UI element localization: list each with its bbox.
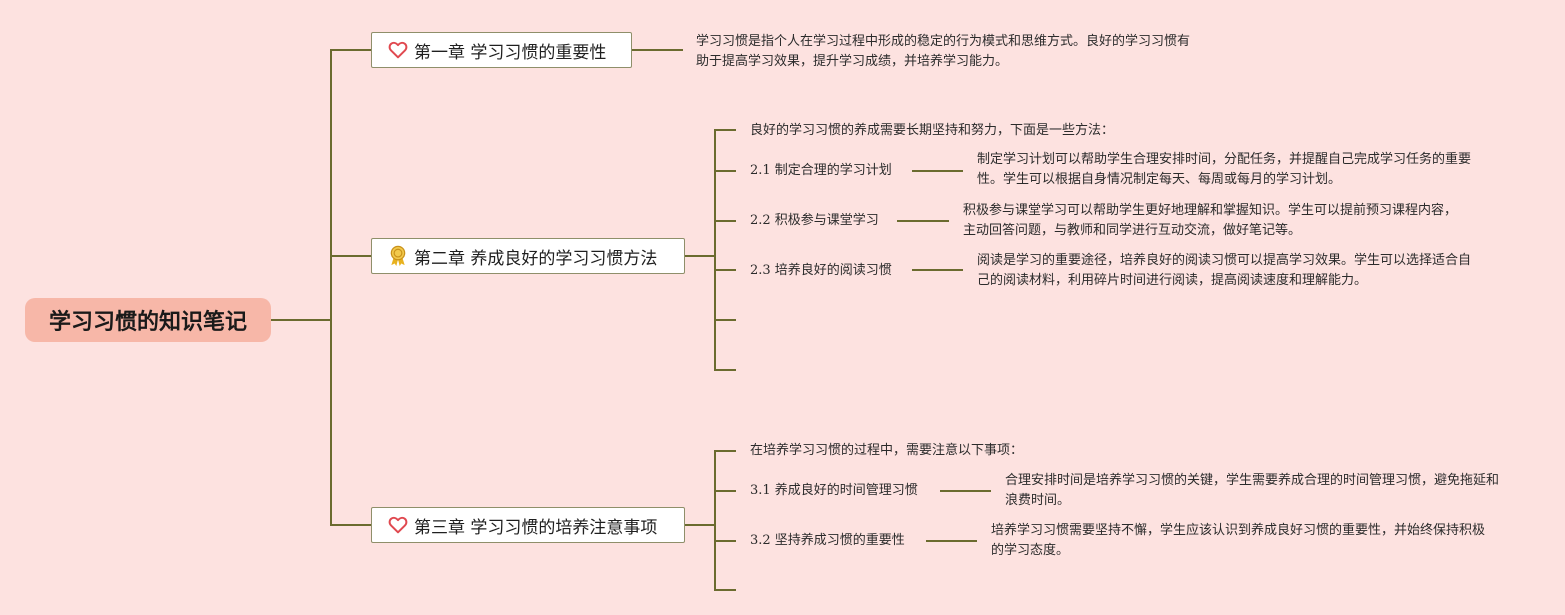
chapter-2-item-1-description: 制定学习计划可以帮助学生合理安排时间，分配任务，并提醒自己完成学习任务的重要性。… bbox=[977, 152, 1472, 187]
chapter-1-node[interactable]: 第一章 学习习惯的重要性 bbox=[371, 32, 632, 68]
root-title: 学习习惯的知识笔记 bbox=[48, 310, 247, 335]
root-node[interactable]: 学习习惯的知识笔记 bbox=[25, 298, 271, 342]
chapter-3-item-1-description: 合理安排时间是培养学习习惯的关键，学生需要养成合理的时间管理习惯，避免拖延和浪费… bbox=[1005, 473, 1500, 508]
chapter-3-item-2-label[interactable]: 3.2 坚持养成习惯的重要性 bbox=[750, 533, 905, 548]
chapter-1-description: 学习习惯是指个人在学习过程中形成的稳定的行为模式和思维方式。良好的学习习惯有助于… bbox=[696, 34, 1191, 69]
heart-icon bbox=[388, 40, 408, 60]
chapter-2-item-2-description: 积极参与课堂学习可以帮助学生更好地理解和掌握知识。学生可以提前预习课程内容，主动… bbox=[963, 203, 1458, 238]
chapter-3-intro: 在培养学习习惯的过程中，需要注意以下事项： bbox=[750, 443, 1024, 458]
chapter-2-title: 第二章 养成良好的学习习惯方法 bbox=[414, 248, 658, 269]
award-ribbon-icon bbox=[388, 245, 408, 266]
chapter-2-item-2-label[interactable]: 2.2 积极参与课堂学习 bbox=[750, 213, 879, 228]
chapter-2-item-1-label[interactable]: 2.1 制定合理的学习计划 bbox=[750, 163, 892, 178]
chapter-1-title: 第一章 学习习惯的重要性 bbox=[414, 42, 607, 63]
chapter-3-title: 第三章 学习习惯的培养注意事项 bbox=[414, 517, 658, 538]
chapter-2-item-3-description: 阅读是学习的重要途径，培养良好的阅读习惯可以提高学习效果。学生可以选择适合自己的… bbox=[977, 253, 1472, 288]
chapter-3-item-2-description: 培养学习习惯需要坚持不懈，学生应该认识到养成良好习惯的重要性，并始终保持积极的学… bbox=[991, 523, 1486, 558]
chapter-2-item-3-label[interactable]: 2.3 培养良好的阅读习惯 bbox=[750, 263, 892, 278]
chapter-2-node[interactable]: 第二章 养成良好的学习习惯方法 bbox=[371, 238, 685, 274]
chapter-3-item-1-label[interactable]: 3.1 养成良好的时间管理习惯 bbox=[750, 483, 918, 498]
chapter-2-intro: 良好的学习习惯的养成需要长期坚持和努力，下面是一些方法： bbox=[750, 123, 1115, 138]
heart-icon bbox=[388, 515, 408, 535]
chapter-3-node[interactable]: 第三章 学习习惯的培养注意事项 bbox=[371, 507, 685, 543]
